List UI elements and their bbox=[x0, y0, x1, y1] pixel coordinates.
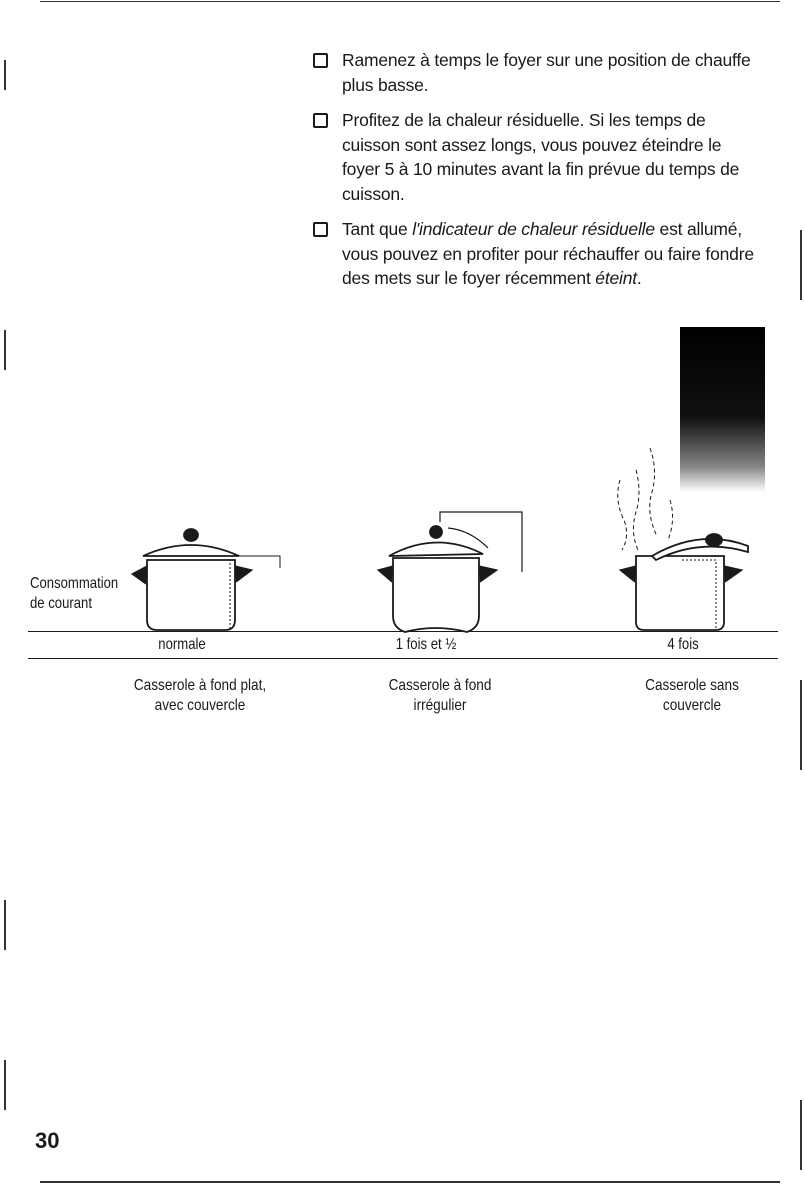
scan-edge-mark bbox=[4, 60, 6, 90]
row-label: Consommation de courant bbox=[30, 574, 118, 614]
pot-description: Casserole sans couvercle bbox=[599, 676, 786, 716]
scan-edge-mark bbox=[800, 1100, 802, 1170]
steam-lines-icon bbox=[617, 447, 674, 551]
divider-bottom bbox=[28, 658, 778, 659]
pot-description-line2: avec couvercle bbox=[154, 697, 246, 714]
consumption-one-and-half: 1 fois et ½ bbox=[395, 636, 457, 653]
pot-description: Casserole à fond plat, avec couvercle bbox=[107, 676, 294, 716]
consumption-four-times: 4 fois bbox=[667, 636, 699, 653]
pot-without-lid-icon bbox=[618, 533, 749, 631]
tips-list: Ramenez à temps le foyer sur une positio… bbox=[312, 48, 762, 302]
pot-description-line1: Casserole sans bbox=[645, 677, 739, 694]
tip-item: Ramenez à temps le foyer sur une positio… bbox=[312, 48, 762, 97]
scan-edge-mark bbox=[4, 330, 6, 370]
page-number: 30 bbox=[35, 1128, 60, 1153]
divider-top bbox=[28, 631, 778, 632]
pot-description-line1: Casserole à fond plat, bbox=[133, 677, 267, 694]
pot-description-line1: Casserole à fond bbox=[388, 677, 492, 694]
scan-edge-mark bbox=[4, 1060, 6, 1110]
checkbox-icon bbox=[313, 53, 328, 68]
scan-edge-mark bbox=[4, 900, 6, 950]
smoke-column bbox=[680, 327, 765, 492]
scan-edge-mark bbox=[40, 1181, 780, 1183]
scan-edge-mark bbox=[800, 230, 802, 300]
tip-text: Ramenez à temps le foyer sur une positio… bbox=[342, 50, 751, 95]
tip-text: Profitez de la chaleur résiduelle. Si le… bbox=[342, 110, 740, 204]
tip-item: Profitez de la chaleur résiduelle. Si le… bbox=[312, 108, 762, 206]
consumption-normal: normale bbox=[158, 636, 206, 653]
tip-text: Tant que l'indicateur de chaleur résidue… bbox=[342, 219, 754, 288]
pots-illustration bbox=[130, 327, 765, 633]
row-label-line2: de courant bbox=[30, 595, 92, 612]
pot-description-line2: couvercle bbox=[662, 697, 722, 714]
pot-flat-with-lid-icon bbox=[130, 528, 281, 631]
scan-edge-mark bbox=[40, 1, 780, 3]
checkbox-icon bbox=[313, 113, 328, 128]
tip-item: Tant que l'indicateur de chaleur résidue… bbox=[312, 217, 762, 291]
pot-description-line2: irrégulier bbox=[413, 697, 467, 714]
checkbox-icon bbox=[313, 222, 328, 237]
pot-description: Casserole à fond irrégulier bbox=[347, 676, 534, 716]
pot-uneven-bottom-icon bbox=[376, 511, 523, 633]
scan-edge-mark bbox=[800, 680, 802, 770]
row-label-line1: Consommation bbox=[30, 575, 119, 592]
